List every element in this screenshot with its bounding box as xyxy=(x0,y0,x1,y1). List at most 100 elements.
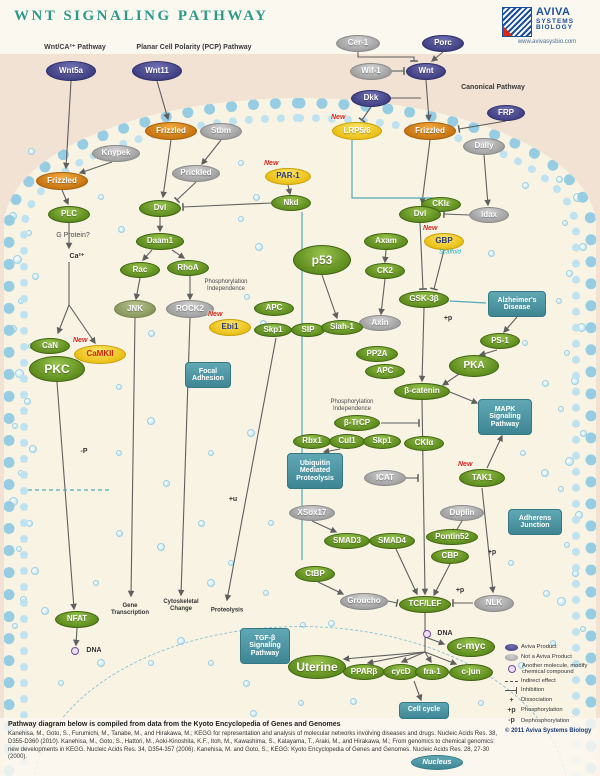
footer-citation: Kanehisa, M., Goto, S., Furumichi, M., T… xyxy=(8,731,498,761)
node-p53: p53 xyxy=(293,245,351,275)
vesicle-dot xyxy=(542,589,550,597)
node-ckia: CKIα xyxy=(404,435,444,451)
node-label: NFAT xyxy=(66,613,88,623)
vesicle-dot xyxy=(31,567,39,575)
label-dna-left: DNA xyxy=(86,646,102,654)
node-plc: PLC xyxy=(48,205,90,223)
node-frp: FRP xyxy=(487,105,525,121)
node-siah-1: Siah-1 xyxy=(321,319,363,335)
legend-glyph-plus: + xyxy=(509,696,514,704)
node-label: Rac xyxy=(132,264,148,274)
node-wif-1: Wif-1 xyxy=(350,62,392,80)
node-icat: ICAT xyxy=(364,470,406,486)
node-nfat: NFAT xyxy=(55,610,99,628)
legend-item: Another molecule, modify chemical compou… xyxy=(505,663,597,676)
node-dally: Dally xyxy=(463,137,505,155)
node-label: Rbx1 xyxy=(302,435,322,445)
vesicle-dot xyxy=(116,450,122,456)
label-wnt-ca-pathway: Wnt/CA²⁺ Pathway xyxy=(44,43,106,51)
legend-glyph-plusp: +p xyxy=(507,706,516,714)
label-cytoskeletal-change: Cytoskeletal Change xyxy=(163,599,199,612)
legend-label: Phosphorylation xyxy=(521,707,563,714)
node-apc-lower: APC xyxy=(365,363,405,379)
node-cycd: cycD xyxy=(383,664,419,680)
node-label: CK2 xyxy=(376,265,393,275)
node-nkd: Nkd xyxy=(271,195,311,211)
node-label: Dkk xyxy=(363,92,379,102)
vesicle-dot xyxy=(147,417,155,425)
label-g-protein: G Protein? xyxy=(56,231,90,239)
node-nucleus: Nucleus xyxy=(411,754,463,770)
legend-label: Dephosphorylation xyxy=(521,717,570,724)
logo-systems: SYSTEMS xyxy=(536,17,575,25)
node-c-myc: c-myc xyxy=(447,637,495,657)
node-jnk: JNK xyxy=(114,300,156,318)
node-dkk: Dkk xyxy=(351,89,391,107)
legend-item: Inhibition xyxy=(505,687,597,695)
node-label: Wif-1 xyxy=(361,65,381,75)
node-label: Idax xyxy=(480,209,497,219)
node-label: XSox17 xyxy=(297,507,327,517)
label-canonical-pathway: Canonical Pathway xyxy=(461,83,525,91)
legend-label: Inhibition xyxy=(521,687,545,694)
node-pparb: PPARβ xyxy=(343,664,385,680)
node-label: Uterine xyxy=(296,659,338,674)
node-alzheimers-disease: Alzheimer's Disease xyxy=(488,291,546,317)
node-label: c-jun xyxy=(461,666,481,676)
node-wnt5a: Wnt5a xyxy=(46,61,96,81)
node-sip: SIP xyxy=(291,323,325,337)
node-label: TCF/LEF xyxy=(408,598,442,608)
node-rock2: ROCK2 xyxy=(166,300,214,318)
node-label: PKA xyxy=(463,359,485,371)
node-label: Ubiquitin Mediated Proteolysis xyxy=(296,459,334,482)
node-label: β-TrCP xyxy=(343,417,371,427)
node-skp1-upper: Skp1 xyxy=(254,323,292,337)
node-label: JNK xyxy=(126,303,143,313)
node-label: CKIε xyxy=(432,198,450,208)
node-groucho: Groucho xyxy=(340,592,388,610)
node-knypek: Knypek xyxy=(92,144,140,162)
node-label: Frizzled xyxy=(47,175,77,185)
node-dvl-right: Dvl xyxy=(399,205,441,223)
node-label: FRP xyxy=(498,107,514,117)
legend-item: +Dissociation xyxy=(505,697,597,705)
node-label: PPARβ xyxy=(350,666,378,676)
label-ca2: Ca²⁺ xyxy=(69,252,85,260)
node-label: CaN xyxy=(41,340,58,350)
node-label: Dvl xyxy=(153,202,167,212)
node-label: PS-1 xyxy=(491,335,509,345)
node-axin: Axin xyxy=(359,315,401,331)
node-c-jun: c-jun xyxy=(449,663,493,681)
vesicle-dot xyxy=(517,661,525,669)
node-cer-1: Cer-1 xyxy=(336,34,380,52)
node-fra-1: fra-1 xyxy=(415,664,449,680)
node-label: GBP xyxy=(435,235,453,245)
node-label: Cul1 xyxy=(338,435,356,445)
legend-label: Aviva Product xyxy=(521,644,557,651)
node-frizzled-left: Frizzled xyxy=(36,172,88,190)
node-label: Adherens Junction xyxy=(518,514,552,529)
node-label: β-catenin xyxy=(404,385,440,395)
node-label: Alzheimer's Disease xyxy=(497,296,537,311)
node-label: Skp1 xyxy=(263,324,283,334)
new-badge: New xyxy=(208,310,223,318)
node-label: Groucho xyxy=(347,595,381,605)
vesicle-dot xyxy=(207,579,215,587)
node-b-catenin: β-catenin xyxy=(394,382,450,400)
node-duplin: Duplin xyxy=(440,505,484,521)
node-label: PLC xyxy=(61,208,77,218)
node-apc-upper: APC xyxy=(254,300,294,316)
node-dvl-left: Dvl xyxy=(139,199,181,217)
node-label: Nkd xyxy=(283,197,299,207)
node-label: Knypek xyxy=(101,147,131,157)
vesicle-dot xyxy=(41,607,49,615)
node-cell-cycle: Cell cycle xyxy=(399,701,449,719)
node-label: MAPK Signaling Pathway xyxy=(489,405,521,428)
node-label: fra-1 xyxy=(423,666,441,676)
node-ps-1: PS-1 xyxy=(480,333,520,349)
label-minus-p: -P xyxy=(80,447,88,455)
node-frizzled-right: Frizzled xyxy=(404,122,456,140)
node-rac: Rac xyxy=(120,262,160,278)
new-badge: New xyxy=(331,114,346,121)
